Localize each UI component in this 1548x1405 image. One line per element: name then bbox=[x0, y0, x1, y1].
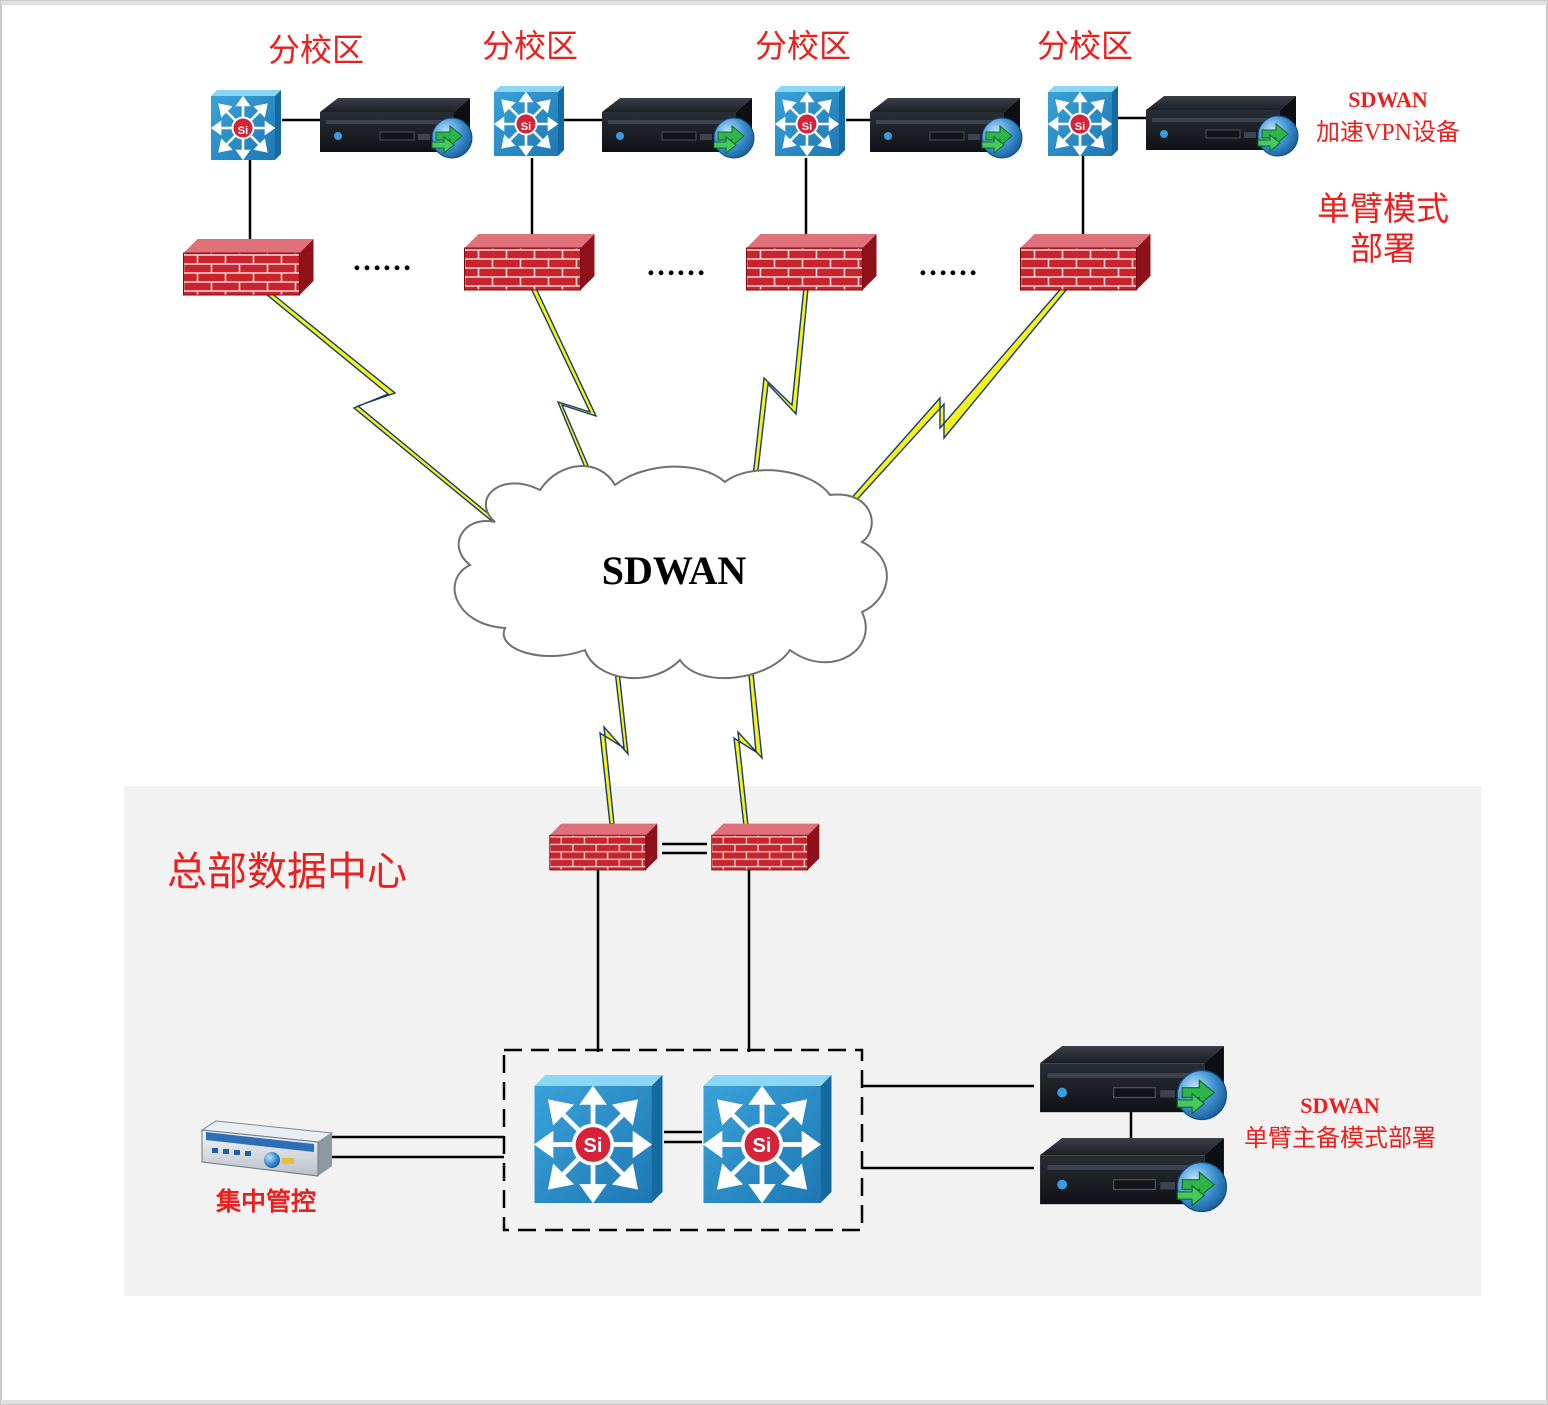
hq-links bbox=[328, 842, 1133, 1170]
branch-mode-note-line2: 部署 bbox=[1350, 231, 1416, 268]
mgmt-label: 集中管控 bbox=[215, 1187, 316, 1216]
branch-firewall-1 bbox=[182, 238, 315, 296]
sdwan-cloud bbox=[453, 465, 888, 680]
branch-links bbox=[248, 116, 1148, 242]
branch-appliance-2 bbox=[601, 97, 755, 159]
branch-device-note-line2: 加速VPN设备 bbox=[1316, 119, 1460, 146]
hq-device-note-line1: SDWAN bbox=[1300, 1093, 1380, 1118]
switch-badge-2: Si bbox=[521, 121, 531, 133]
hq-switch-badge-2: Si bbox=[753, 1135, 772, 1157]
ellipsis-2: …… bbox=[646, 249, 706, 282]
hq-title: 总部数据中心 bbox=[167, 849, 407, 894]
hq-appliance-primary bbox=[1039, 1045, 1228, 1121]
branch-firewall-4 bbox=[1019, 233, 1152, 291]
hq-switch-badge-1: Si bbox=[584, 1135, 603, 1157]
branch-firewall-3 bbox=[745, 233, 878, 291]
branch-appliance-1 bbox=[319, 97, 473, 159]
switch-badge-4: Si bbox=[1075, 121, 1085, 133]
hq-firewall-1 bbox=[549, 823, 658, 871]
branch-mode-note-line1: 单臂模式 bbox=[1317, 191, 1449, 228]
management-appliance-icon bbox=[200, 1120, 334, 1177]
ellipsis-3: …… bbox=[918, 249, 978, 282]
ellipsis-1: …… bbox=[352, 244, 412, 277]
branch-label-2: 分校区 bbox=[482, 28, 578, 64]
branch-label-3: 分校区 bbox=[755, 28, 851, 64]
hq-appliance-backup bbox=[1039, 1137, 1228, 1213]
branch-device-note-line1: SDWAN bbox=[1348, 87, 1428, 112]
hq-firewall-2 bbox=[711, 823, 820, 871]
branch-appliance-3 bbox=[869, 97, 1023, 159]
cloud-label: SDWAN bbox=[602, 548, 747, 593]
branch-appliance-4 bbox=[1145, 95, 1299, 157]
switch-badge-3: Si bbox=[802, 121, 812, 133]
branch-firewall-2 bbox=[463, 233, 596, 291]
hq-device-note-line2: 单臂主备模式部署 bbox=[1244, 1125, 1436, 1152]
switch-badge-1: Si bbox=[238, 125, 248, 137]
branch-label-1: 分校区 bbox=[268, 32, 364, 68]
hq-panel bbox=[124, 786, 1481, 1296]
branch-label-4: 分校区 bbox=[1037, 28, 1133, 64]
switch-cluster-box bbox=[502, 1048, 864, 1232]
